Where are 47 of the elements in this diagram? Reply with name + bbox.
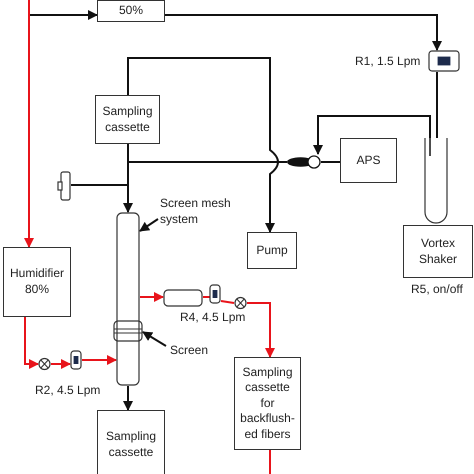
box-label: Humidifier 80% — [8, 266, 65, 298]
flowmeter-icon — [70, 350, 82, 370]
box-label: Vortex Shaker — [418, 236, 458, 268]
tube-arrow — [127, 57, 279, 233]
sampling-box — [234, 357, 301, 450]
flow-rate-label: R4, 4.5 Lpm — [180, 310, 246, 324]
process-box — [97, 0, 165, 22]
sampling-box — [95, 95, 160, 144]
box-label: Sampling cassette — [101, 104, 154, 136]
column-tube — [116, 212, 140, 386]
tube-arrow — [313, 115, 431, 155]
tube-arrow — [123, 161, 287, 213]
pipe-arrow — [140, 292, 164, 302]
filter-capsule — [163, 289, 203, 307]
valve-icon — [38, 357, 51, 371]
box-label: Sampling cassette — [104, 429, 158, 461]
flowmeter-icon — [209, 284, 221, 304]
box-label: APS — [355, 152, 382, 168]
flow-rate-label: R2, 4.5 Lpm — [35, 383, 100, 397]
pump-box — [247, 232, 297, 269]
pipe-arrow — [82, 355, 117, 365]
sampling-box — [97, 410, 165, 474]
pipe-arrow — [247, 302, 275, 358]
box-label: Pump — [255, 242, 289, 258]
tube-arrow — [142, 331, 167, 347]
pipe-arrow — [51, 359, 71, 369]
flow-rate-label: R1, 1.5 Lpm — [355, 54, 420, 68]
screen-band — [113, 320, 143, 342]
humidifier-box — [3, 247, 71, 317]
pipe-arrow — [24, 317, 39, 369]
callout-label: Screen — [168, 343, 210, 359]
valve-icon — [234, 296, 247, 310]
t-fitting-icon — [57, 171, 71, 201]
shaker-box — [403, 225, 473, 278]
callout-label: Screen mesh system — [159, 196, 232, 228]
box-label: 50% — [118, 3, 144, 19]
flow-rate-label: R5, on/off — [411, 282, 463, 296]
pipe-arrow — [24, 0, 34, 248]
tube-arrow — [165, 14, 442, 51]
tube-arrow — [123, 386, 133, 411]
instrument-box — [340, 138, 397, 183]
test-tube — [424, 138, 448, 224]
tube-arrow — [29, 10, 98, 20]
box-label: Sampling cassette for backflush- ed fibers — [239, 364, 296, 442]
flowmeter-icon — [428, 50, 460, 72]
nozzle-icon — [287, 154, 321, 170]
tube-arrow — [139, 218, 159, 232]
